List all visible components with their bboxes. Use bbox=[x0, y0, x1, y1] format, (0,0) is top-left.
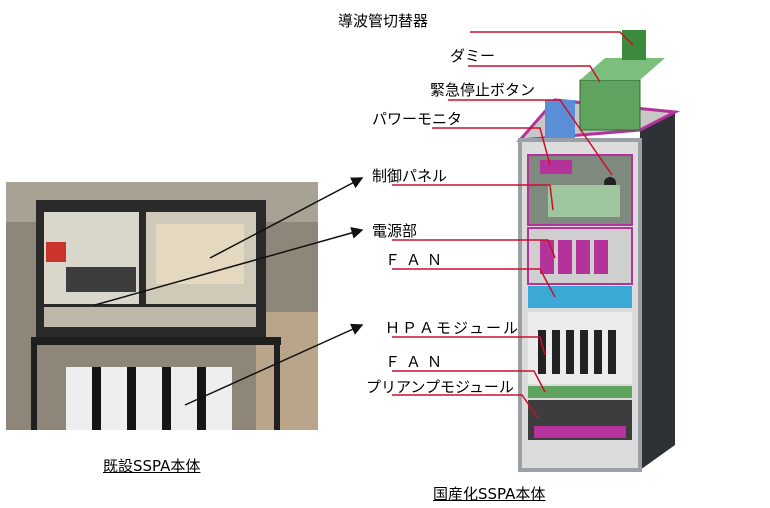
label-fan-2: ＦＡＮ bbox=[385, 353, 449, 371]
label-waveguide-switch: 導波管切替器 bbox=[338, 12, 429, 30]
pointer-arrows bbox=[94, 177, 364, 406]
fan-2-block bbox=[528, 386, 632, 398]
dummy-box bbox=[579, 79, 641, 131]
cabinet-side-panel bbox=[640, 112, 675, 470]
caption-existing-sspa: 既設SSPA本体 bbox=[103, 457, 201, 475]
existing-sspa-photo bbox=[6, 182, 318, 430]
fan-1-block bbox=[528, 286, 632, 308]
blue-box bbox=[545, 100, 575, 138]
label-power-unit: 電源部 bbox=[372, 222, 418, 240]
label-hpa-module: ＨＰＡモジュール bbox=[385, 319, 520, 337]
label-fan-1: ＦＡＮ bbox=[385, 251, 449, 269]
label-control-panel: 制御パネル bbox=[372, 167, 448, 185]
caption-domestic-sspa: 国産化SSPA本体 bbox=[433, 485, 546, 503]
label-emergency-stop: 緊急停止ボタン bbox=[430, 81, 536, 99]
label-power-monitor: パワーモニタ bbox=[372, 110, 463, 128]
label-dummy: ダミー bbox=[450, 47, 496, 65]
existing-sspa-illustration bbox=[6, 182, 318, 430]
label-preamp-module: プリアンプモジュール bbox=[366, 378, 514, 396]
leader-lines bbox=[392, 31, 634, 419]
waveguide-switch-block bbox=[622, 30, 646, 60]
